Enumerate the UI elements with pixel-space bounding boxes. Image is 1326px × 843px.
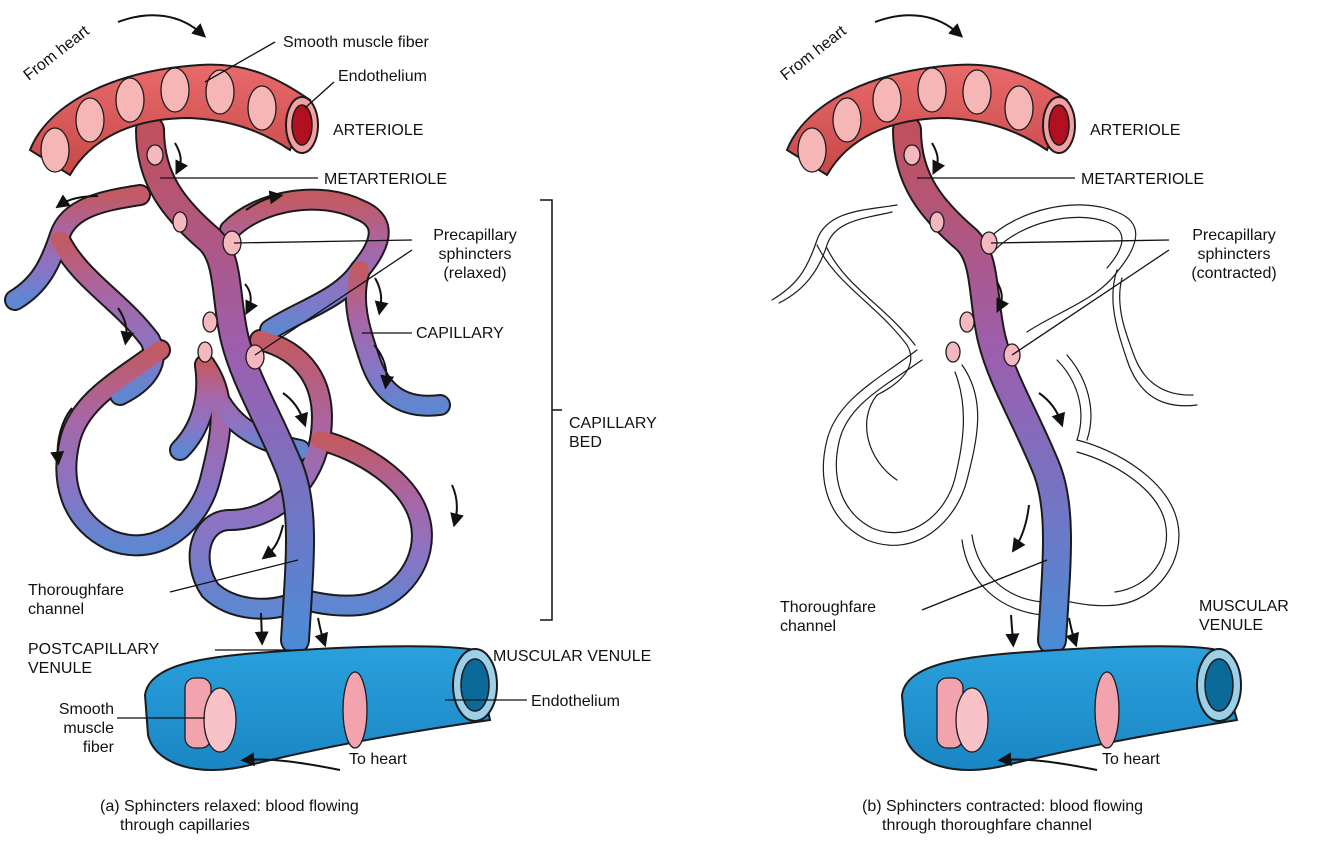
smooth-line2-a: muscle — [30, 719, 114, 738]
postcapillary-venule-label: POSTCAPILLARY VENULE — [28, 640, 159, 678]
caption-b: (b) Sphincters contracted: blood flowing… — [862, 797, 1222, 835]
precapillary-line2-a: sphincters — [420, 245, 530, 264]
to-heart-label-a: To heart — [349, 750, 407, 769]
thoroughfare-line2-a: channel — [28, 600, 124, 619]
thoroughfare-line1-b: Thoroughfare — [780, 598, 876, 617]
arteriole-a — [30, 65, 318, 175]
precapillary-label-b: Precapillary sphincters (contracted) — [1173, 226, 1295, 283]
capillary-bed-line1: CAPILLARY — [569, 414, 657, 433]
metarteriole-label-b: METARTERIOLE — [1081, 170, 1204, 189]
capillary-bed-label: CAPILLARY BED — [569, 414, 657, 452]
postcapillary-line1: POSTCAPILLARY — [28, 640, 159, 659]
arteriole-label-a: ARTERIOLE — [333, 121, 423, 140]
thoroughfare-label-a: Thoroughfare channel — [28, 581, 124, 619]
caption-a-line1: (a) Sphincters relaxed: blood flowing — [100, 797, 440, 816]
precapillary-line2-b: sphincters — [1173, 245, 1295, 264]
precapillary-line1-b: Precapillary — [1173, 226, 1295, 245]
precapillary-label-a: Precapillary sphincters (relaxed) — [420, 226, 530, 283]
thoroughfare-channel-b — [907, 130, 1057, 640]
thoroughfare-label-b: Thoroughfare channel — [780, 598, 876, 636]
arteriole-label-b: ARTERIOLE — [1090, 121, 1180, 140]
muscular-venule-a — [145, 646, 497, 770]
thoroughfare-line1-a: Thoroughfare — [28, 581, 124, 600]
postcapillary-line2: VENULE — [28, 659, 159, 678]
smooth-muscle-fiber-label-a: Smooth muscle fiber — [283, 33, 429, 52]
caption-b-line2: through thoroughfare channel — [862, 816, 1222, 835]
muscular-venule-label-a: MUSCULAR VENULE — [493, 647, 651, 666]
muscular-line1-b: MUSCULAR — [1199, 597, 1289, 616]
precapillary-line1-a: Precapillary — [420, 226, 530, 245]
smooth-muscle-label-a: Smooth muscle fiber — [30, 700, 114, 757]
caption-a: (a) Sphincters relaxed: blood flowing th… — [100, 797, 440, 835]
caption-b-line1: (b) Sphincters contracted: blood flowing — [862, 797, 1222, 816]
muscular-venule-label-b: MUSCULAR VENULE — [1199, 597, 1289, 635]
precapillary-line3-b: (contracted) — [1173, 264, 1295, 283]
arteriole-lumen — [292, 105, 312, 145]
smooth-line1-a: Smooth — [30, 700, 114, 719]
metarteriole-label-a: METARTERIOLE — [324, 170, 447, 189]
capillary-label-a: CAPILLARY — [416, 324, 504, 343]
muscular-venule-b — [902, 646, 1241, 770]
precapillary-line3-a: (relaxed) — [420, 264, 530, 283]
smooth-line3-a: fiber — [30, 738, 114, 757]
arteriole-b — [787, 65, 1075, 175]
caption-a-line2: through capillaries — [100, 816, 440, 835]
endothelium-label-a-bottom: Endothelium — [531, 692, 620, 711]
thoroughfare-line2-b: channel — [780, 617, 876, 636]
muscular-line2-b: VENULE — [1199, 616, 1289, 635]
capillary-bed-bracket — [540, 200, 562, 620]
to-heart-label-b: To heart — [1102, 750, 1160, 769]
endothelium-label-a-top: Endothelium — [338, 67, 427, 86]
capillary-bed-line2: BED — [569, 433, 657, 452]
